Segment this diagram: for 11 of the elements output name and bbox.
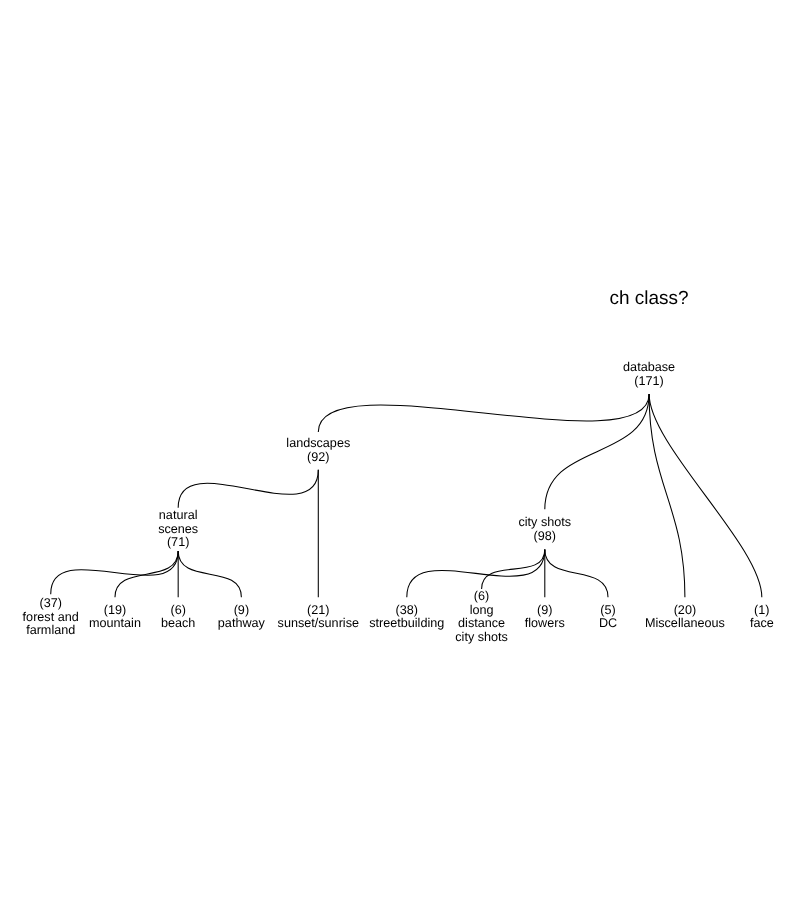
connector: [544, 547, 609, 597]
connector: [317, 468, 319, 597]
connector: [648, 392, 763, 597]
connector: [544, 392, 650, 509]
connector: [177, 468, 319, 508]
connector: [177, 549, 242, 597]
connector: [544, 547, 546, 597]
connector: [114, 549, 179, 597]
connector: [648, 392, 686, 597]
label: ch class?: [609, 286, 689, 309]
connector: [406, 547, 546, 597]
